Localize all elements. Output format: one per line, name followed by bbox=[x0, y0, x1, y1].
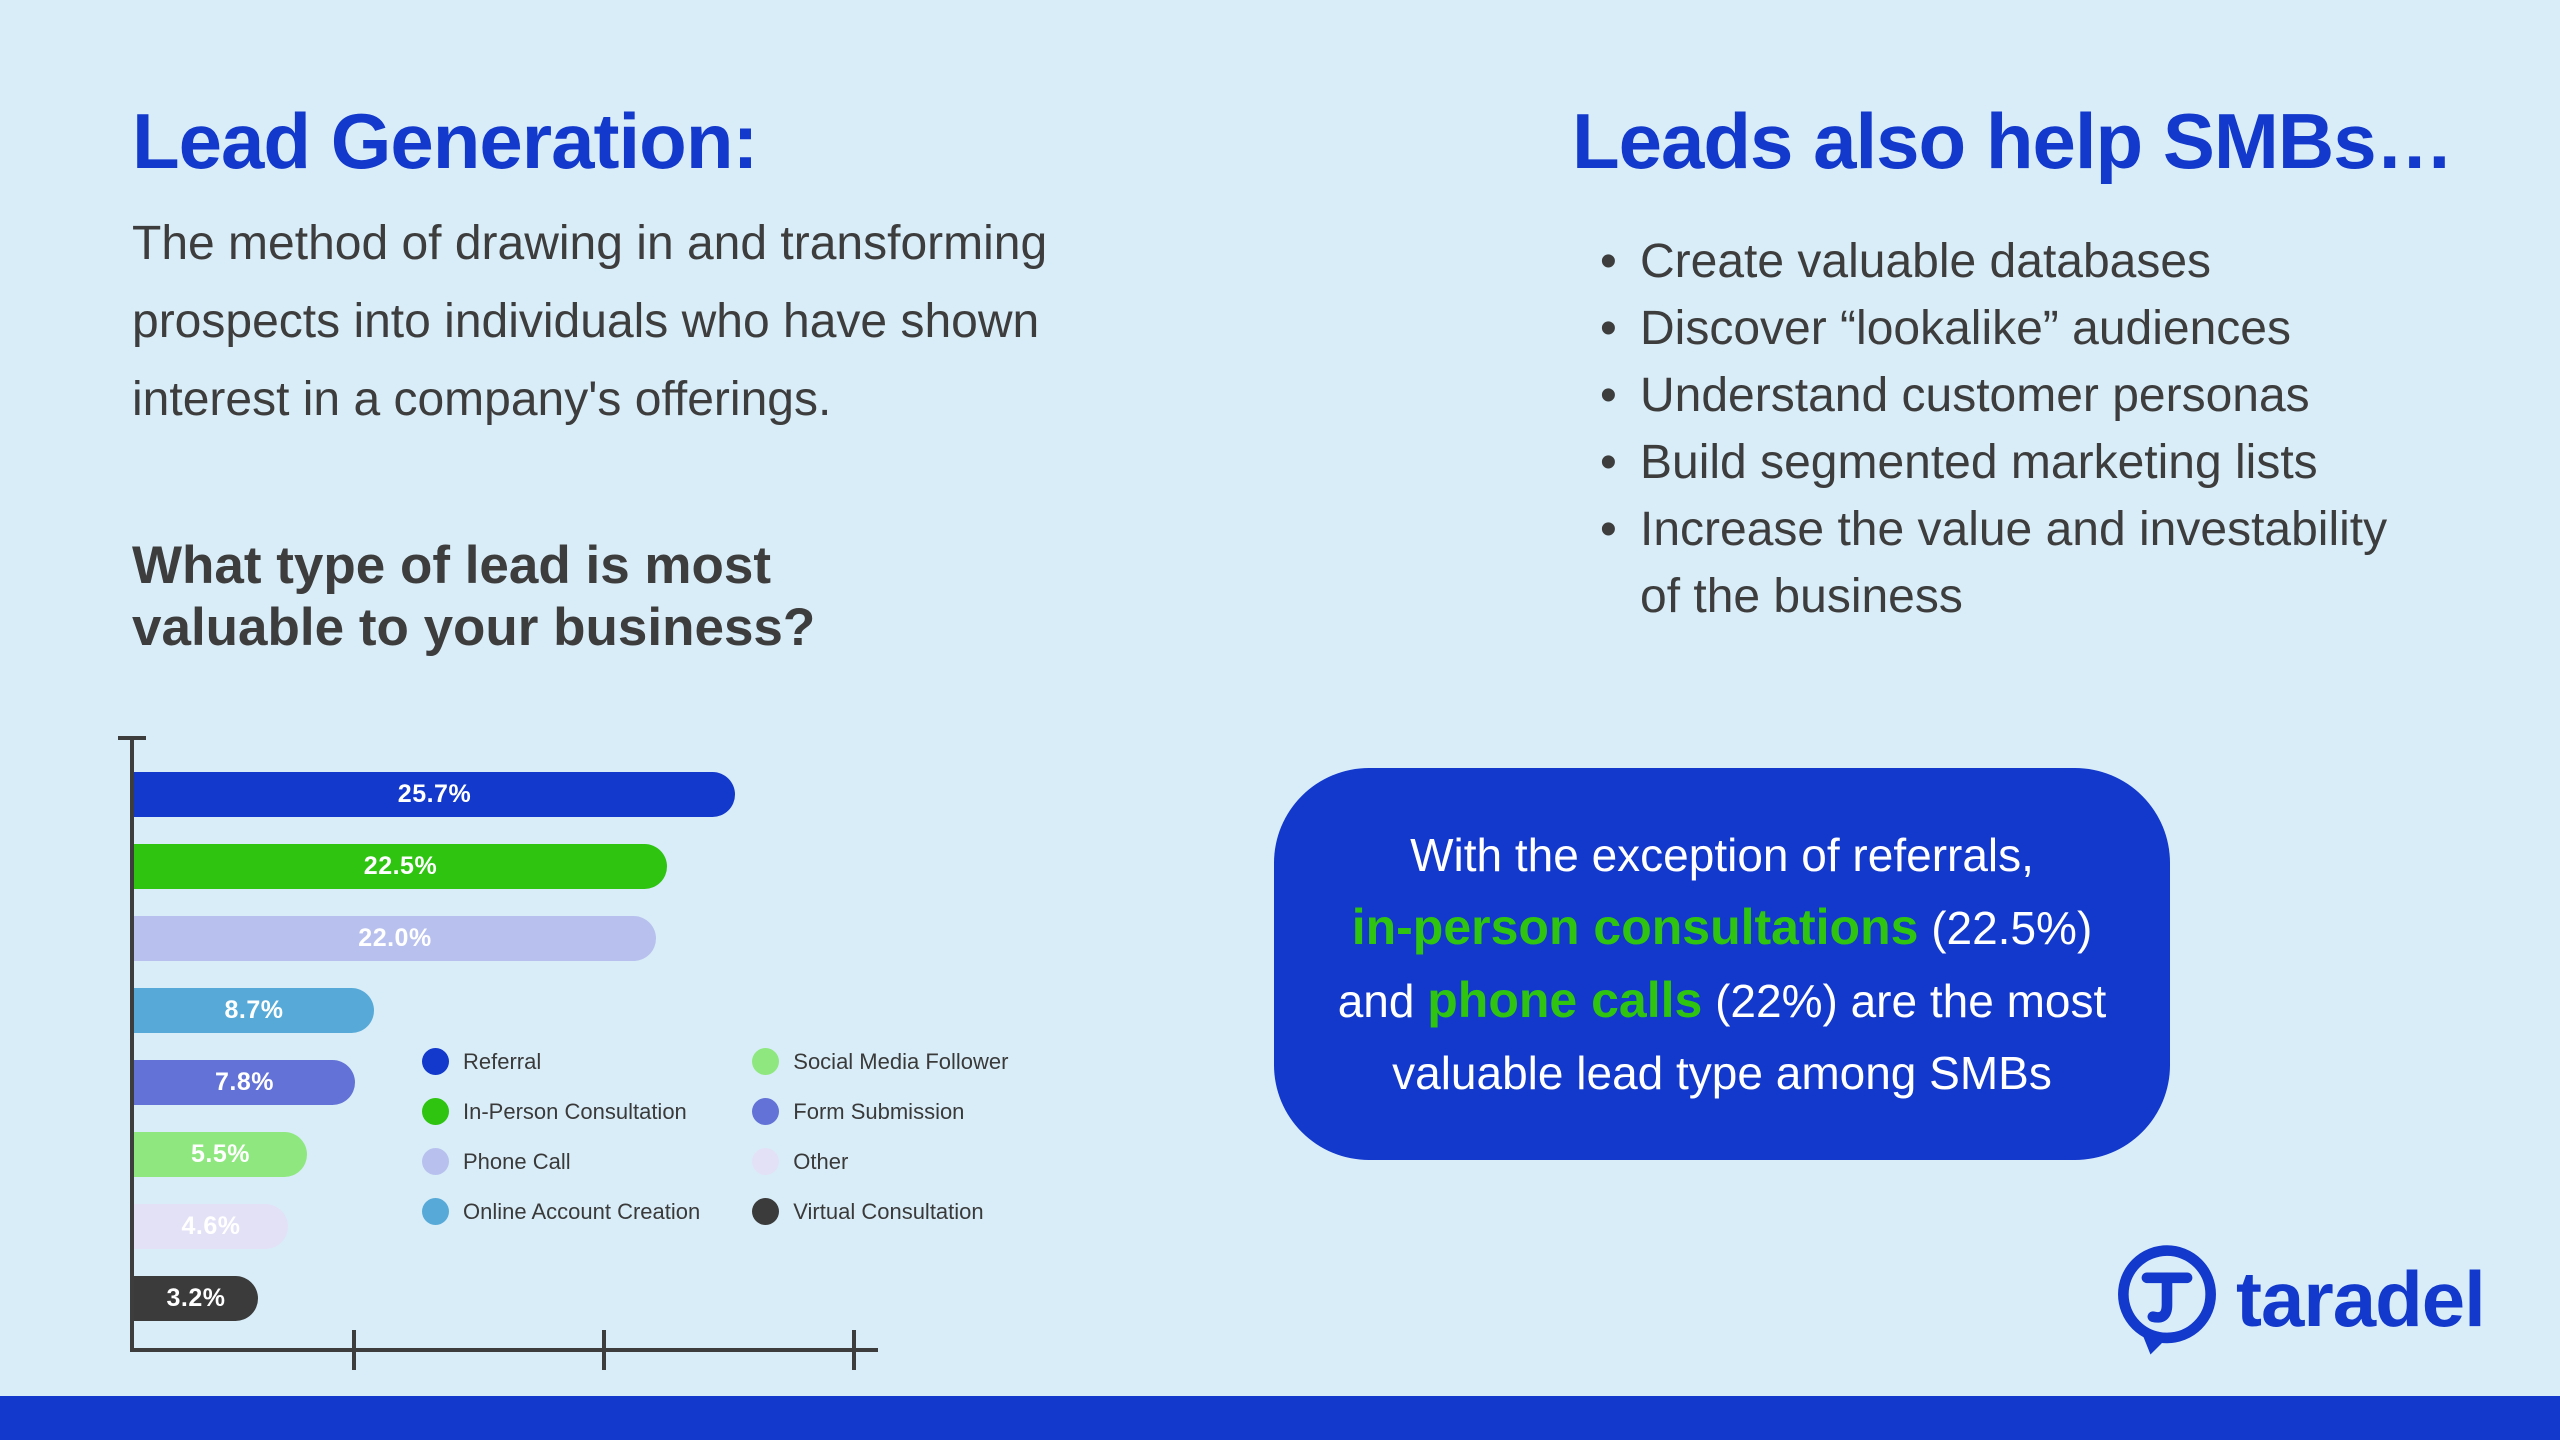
bar-row-form-submission: 7.8% bbox=[134, 1060, 735, 1132]
legend-dot bbox=[752, 1198, 780, 1225]
bar-value-label: 25.7% bbox=[397, 780, 472, 808]
x-axis-tick bbox=[852, 1330, 856, 1370]
legend-label: In-Person Consultation bbox=[463, 1098, 687, 1124]
legend-dot bbox=[752, 1098, 780, 1125]
callout-highlight: phone calls bbox=[1427, 972, 1703, 1028]
legend-label: Online Account Creation bbox=[463, 1198, 701, 1224]
brand-logo: taradel bbox=[2108, 1240, 2486, 1358]
callout-text: and bbox=[1337, 975, 1428, 1027]
bar-row-phone-call: 22.0% bbox=[134, 916, 735, 988]
callout-text: (22%) are the most bbox=[1702, 975, 2107, 1027]
bar-value-label: 22.5% bbox=[363, 852, 438, 880]
legend-dot bbox=[422, 1198, 449, 1225]
legend-label: Form Submission bbox=[793, 1098, 965, 1124]
bar-row-in-person-consultation: 22.5% bbox=[134, 844, 735, 916]
bar-value-label: 3.2% bbox=[166, 1284, 226, 1312]
bar-row-referral: 25.7% bbox=[134, 772, 735, 844]
bar-in-person-consultation: 22.5% bbox=[134, 844, 667, 889]
callout-box: With the exception of referrals, in-perso… bbox=[1274, 768, 2170, 1160]
legend-item-virtual-consultation: Virtual Consultation bbox=[752, 1198, 1008, 1225]
callout-text: valuable lead type among SMBs bbox=[1392, 1047, 2052, 1099]
benefit-item: Increase the value and investability of … bbox=[1598, 496, 2388, 630]
smb-benefits-title: Leads also help SMBs… bbox=[1572, 97, 2454, 185]
chart-y-axis-cap bbox=[118, 736, 146, 740]
benefit-item: Understand customer personas bbox=[1598, 362, 2388, 429]
bar-other: 4.6% bbox=[134, 1204, 288, 1249]
callout-text: With the exception of referrals, bbox=[1410, 829, 2034, 881]
legend-item-form-submission: Form Submission bbox=[752, 1098, 1008, 1125]
legend-item-referral: Referral bbox=[422, 1048, 700, 1075]
legend-label: Social Media Follower bbox=[793, 1048, 1009, 1074]
bar-chart: 25.7% 22.5% 22.0% 8.7% 7.8% 5.5% 4.6% 3.2% bbox=[134, 772, 735, 1348]
legend-dot bbox=[752, 1148, 780, 1175]
benefit-item: Discover “lookalike” audiences bbox=[1598, 295, 2388, 362]
smb-benefits-list: Create valuable databasesDiscover “looka… bbox=[1598, 228, 2388, 630]
legend-dot bbox=[422, 1148, 449, 1175]
legend-dot bbox=[752, 1048, 780, 1075]
benefit-item: Build segmented marketing lists bbox=[1598, 429, 2388, 496]
legend-label: Referral bbox=[463, 1048, 542, 1074]
bar-value-label: 22.0% bbox=[358, 924, 432, 952]
lead-generation-description: The method of drawing in and transformin… bbox=[132, 217, 1048, 426]
bar-value-label: 4.6% bbox=[181, 1212, 241, 1240]
benefit-item: Create valuable databases bbox=[1598, 228, 2388, 295]
callout-line: valuable lead type among SMBs bbox=[1392, 1037, 2052, 1109]
callout-line: in-person consultations (22.5%) bbox=[1352, 891, 2093, 964]
bar-form-submission: 7.8% bbox=[134, 1060, 355, 1105]
bar-value-label: 5.5% bbox=[191, 1140, 250, 1168]
legend-label: Virtual Consultation bbox=[793, 1198, 984, 1224]
legend-label: Other bbox=[793, 1148, 849, 1174]
legend-item-online-account-creation: Online Account Creation bbox=[422, 1198, 700, 1225]
legend-dot bbox=[422, 1098, 449, 1125]
legend-item-phone-call: Phone Call bbox=[422, 1148, 700, 1175]
callout-highlight: in-person consultations bbox=[1351, 899, 1919, 955]
callout-text: (22.5%) bbox=[1918, 902, 2093, 954]
bar-virtual-consultation: 3.2% bbox=[134, 1276, 258, 1321]
x-axis-tick bbox=[602, 1330, 606, 1370]
bar-row-virtual-consultation: 3.2% bbox=[134, 1276, 735, 1348]
brand-name: taradel bbox=[2236, 1254, 2486, 1343]
bar-value-label: 8.7% bbox=[224, 996, 284, 1024]
bottom-accent-bar bbox=[0, 1396, 2560, 1440]
bar-referral: 25.7% bbox=[134, 772, 735, 817]
legend-dot bbox=[422, 1048, 449, 1075]
legend-item-social-media-follower: Social Media Follower bbox=[752, 1048, 1008, 1075]
legend-label: Phone Call bbox=[463, 1148, 571, 1174]
callout-line: and phone calls (22%) are the most bbox=[1338, 964, 2107, 1037]
bar-row-other: 4.6% bbox=[134, 1204, 735, 1276]
taradel-logo-icon bbox=[2118, 1245, 2216, 1355]
callout-line: With the exception of referrals, bbox=[1410, 819, 2034, 891]
bar-online-account-creation: 8.7% bbox=[134, 988, 374, 1033]
bar-value-label: 7.8% bbox=[215, 1068, 274, 1096]
bar-phone-call: 22.0% bbox=[134, 916, 656, 961]
bar-row-social-media-follower: 5.5% bbox=[134, 1132, 735, 1204]
chart-y-axis bbox=[130, 736, 134, 1352]
legend-item-other: Other bbox=[752, 1148, 1008, 1175]
legend-item-in-person-consultation: In-Person Consultation bbox=[422, 1098, 700, 1125]
page-title: Lead Generation: bbox=[132, 97, 758, 185]
x-axis-tick bbox=[352, 1330, 356, 1370]
chart-question-heading: What type of lead is most valuable to yo… bbox=[132, 536, 816, 657]
bar-row-online-account-creation: 8.7% bbox=[134, 988, 735, 1060]
bar-social-media-follower: 5.5% bbox=[134, 1132, 307, 1177]
chart-x-axis bbox=[130, 1330, 878, 1370]
